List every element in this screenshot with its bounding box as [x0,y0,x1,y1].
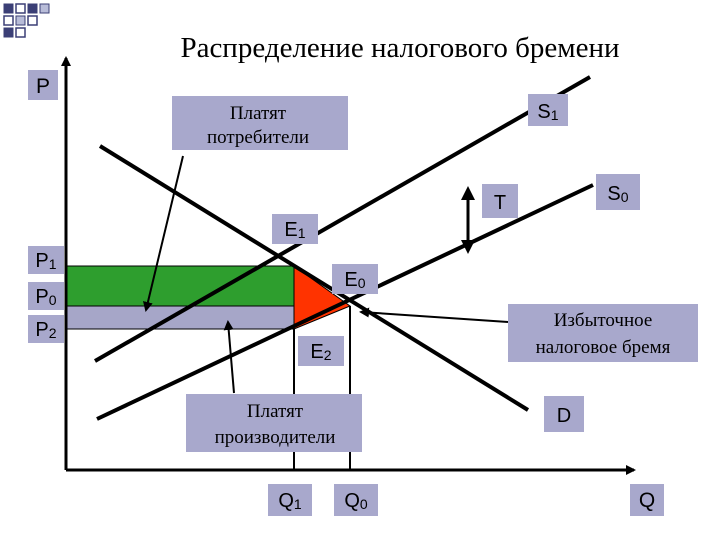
deadweight-callout-line-1: Избыточное [554,310,653,331]
producers-pointer-arrow [223,320,235,394]
demand-label: D [557,405,571,427]
consumers-callout-box [172,96,348,150]
q1-label-box [268,484,312,516]
e2-label-box [298,336,344,366]
corner-ornament [3,3,50,38]
consumers-callout: Платят потребители [172,96,348,150]
s1-label: S1 [537,101,558,123]
demand-curve [98,144,530,412]
ornament-square [3,15,14,26]
producers-callout-line-2: производители [215,427,336,448]
ornament-square [39,3,50,14]
ornament-square [27,3,38,14]
producer-tax-area [65,305,295,330]
q1-label: Q1 [278,490,302,512]
ornament-square [3,27,14,38]
p1-label: P1 [35,250,56,272]
tax-wedge-arrow-top [461,186,475,200]
producers-callout-line-1: Платят [247,401,304,422]
deadweight-pointer-arrow [359,307,509,323]
s0-label: S0 [607,183,628,205]
e0-label-box [332,264,378,294]
deadweight-callout: Избыточное налоговое бремя [508,304,698,362]
slide-title: Распределение налогового бремени [180,32,620,64]
p2-label: P2 [35,319,56,341]
e1-label-box [272,214,318,244]
deadweight-loss-triangle [293,265,352,330]
e0-label: E0 [344,269,365,291]
quantity-axis-label: Q [639,489,655,512]
supply-curve-s1 [94,75,591,363]
deadweight-callout-box [508,304,698,362]
tax-label: T [494,192,506,214]
ornament-square [27,15,38,26]
consumers-callout-line-2: потребители [207,127,309,148]
deadweight-callout-line-2: налоговое бремя [536,337,671,358]
supply-curve-s0 [96,183,594,421]
p2-label-box [28,315,64,343]
ornament-square [15,27,26,38]
e2-label: E2 [310,341,331,363]
price-axis-label: P [36,75,50,98]
t-label-box [482,184,518,218]
p-axis-label-box [28,70,58,100]
d-label-box [544,396,584,432]
ornament-square [15,3,26,14]
ornament-square [15,15,26,26]
s1-label-box [528,94,568,126]
p1-label-box [28,246,64,274]
consumers-pointer-arrow [143,155,184,312]
consumers-callout-line-1: Платят [230,103,287,124]
s0-label-box [596,174,640,210]
ornament-square [3,3,14,14]
q0-label: Q0 [344,490,368,512]
consumer-tax-area [65,265,295,307]
producers-callout: Платят производители [186,394,362,452]
q0-label-box [334,484,378,516]
p0-label: P0 [35,286,56,308]
p0-label-box [28,282,64,310]
producers-callout-box [186,394,362,452]
e1-label: E1 [284,219,305,241]
tax-wedge-arrow-bottom [461,240,475,254]
q-axis-label-box [630,484,664,516]
